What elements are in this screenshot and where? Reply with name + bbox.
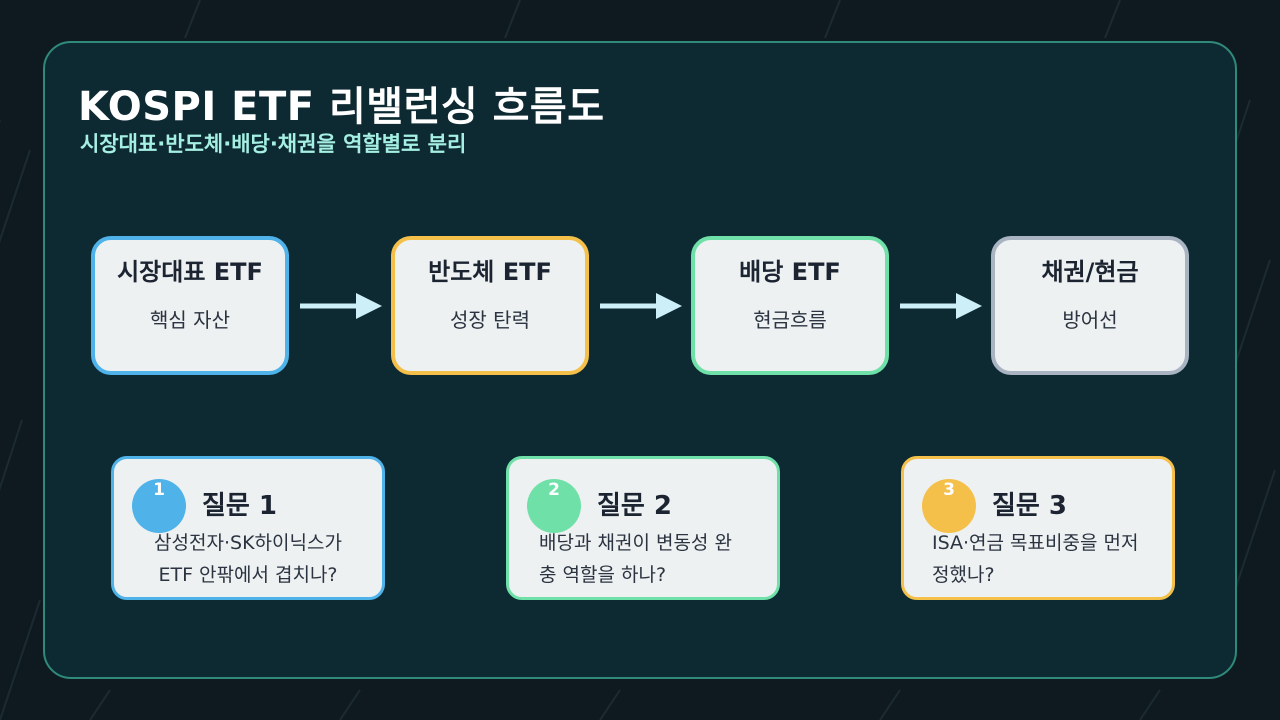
flow-arrow-icon bbox=[300, 293, 382, 319]
step-bond-cash: 채권/현금 방어선 bbox=[991, 236, 1189, 375]
page-title: KOSPI ETF 리밸런싱 흐름도 bbox=[78, 84, 605, 130]
step-desc: 핵심 자산 bbox=[150, 308, 230, 332]
question-card-2: 2 질문 2 배당과 채권이 변동성 완충 역할을 하나? bbox=[506, 456, 780, 600]
step-name: 반도체 ETF bbox=[428, 258, 552, 286]
question-title: 질문 3 bbox=[992, 491, 1067, 521]
step-dividend-etf: 배당 ETF 현금흐름 bbox=[691, 236, 889, 375]
badge-number: 3 bbox=[943, 480, 955, 500]
step-desc: 현금흐름 bbox=[753, 308, 827, 332]
step-name: 시장대표 ETF bbox=[117, 258, 263, 286]
flow-arrow-icon bbox=[600, 293, 682, 319]
question-text: ISA·연금 목표비중을 먼저 정했나? bbox=[932, 532, 1139, 586]
step-name: 배당 ETF bbox=[739, 258, 841, 286]
number-badge bbox=[132, 479, 186, 533]
question-card-1: 1 질문 1 삼성전자·SK하이닉스가 ETF 안팎에서 겹치나? bbox=[111, 456, 385, 600]
question-text: 삼성전자·SK하이닉스가 ETF 안팎에서 겹치나? bbox=[154, 532, 342, 586]
question-card-3: 3 질문 3 ISA·연금 목표비중을 먼저 정했나? bbox=[901, 456, 1175, 600]
question-title: 질문 1 bbox=[202, 491, 277, 521]
step-market-etf: 시장대표 ETF 핵심 자산 bbox=[91, 236, 289, 375]
step-desc: 성장 탄력 bbox=[450, 308, 530, 332]
step-name: 채권/현금 bbox=[1041, 258, 1139, 286]
flow-arrow-icon bbox=[900, 293, 982, 319]
page-subtitle: 시장대표·반도체·배당·채권을 역할별로 분리 bbox=[80, 132, 467, 156]
step-semiconductor-etf: 반도체 ETF 성장 탄력 bbox=[391, 236, 589, 375]
badge-number: 1 bbox=[153, 480, 165, 500]
number-badge bbox=[922, 479, 976, 533]
question-title: 질문 2 bbox=[597, 491, 672, 521]
number-badge bbox=[527, 479, 581, 533]
question-text: 배당과 채권이 변동성 완충 역할을 하나? bbox=[539, 532, 732, 586]
badge-number: 2 bbox=[548, 480, 560, 500]
step-desc: 방어선 bbox=[1062, 308, 1118, 332]
